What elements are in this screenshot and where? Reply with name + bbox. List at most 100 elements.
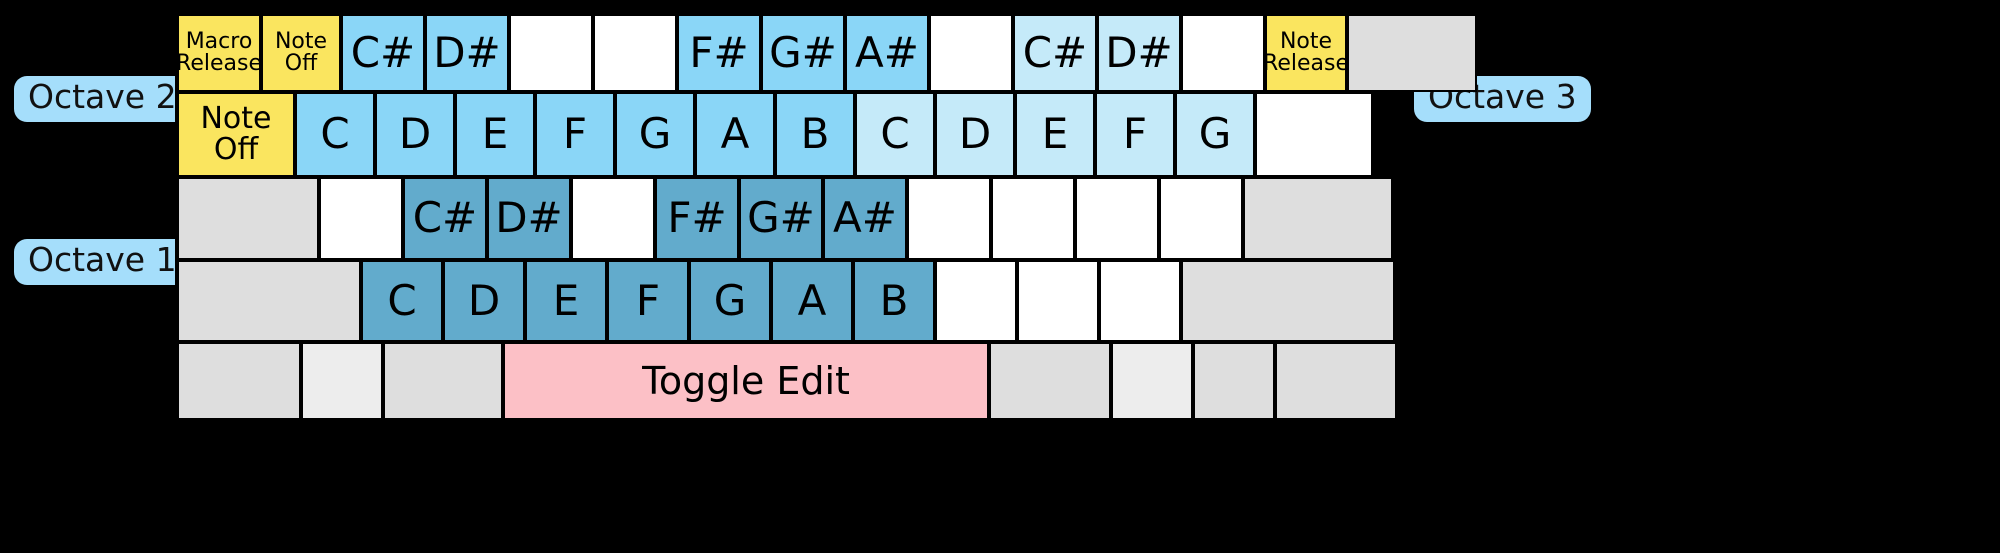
key-asdf-row-3-dsharp[interactable]: D# bbox=[487, 177, 571, 260]
key-number-row-7-gsharp[interactable]: G# bbox=[761, 14, 845, 92]
key-zxcv-row-11-blank bbox=[1181, 260, 1395, 342]
key-bottom-row-7-blank bbox=[1275, 342, 1397, 420]
key-bottom-row-4-blank bbox=[989, 342, 1111, 420]
key-bottom-row-2-blank bbox=[383, 342, 503, 420]
key-label: F# bbox=[667, 193, 727, 243]
key-label: B bbox=[800, 109, 830, 159]
key-label: Toggle Edit bbox=[642, 358, 850, 403]
key-bottom-row-3-toggle-edit[interactable]: Toggle Edit bbox=[503, 342, 989, 420]
key-qwerty-row-6-a[interactable]: A bbox=[695, 92, 775, 177]
key-asdf-row-8-blank bbox=[907, 177, 991, 260]
key-qwerty-row-4-f[interactable]: F bbox=[535, 92, 615, 177]
key-label: D# bbox=[495, 193, 563, 243]
key-number-row-4-blank bbox=[509, 14, 593, 92]
key-label: C# bbox=[412, 193, 478, 243]
key-number-row-13-note-release[interactable]: Note Release bbox=[1265, 14, 1347, 92]
key-number-row-10-csharp[interactable]: C# bbox=[1013, 14, 1097, 92]
key-label: E bbox=[481, 109, 509, 159]
key-label: Note Off bbox=[200, 100, 272, 167]
key-label: C# bbox=[350, 27, 416, 77]
key-zxcv-row-0-blank bbox=[177, 260, 361, 342]
key-qwerty-row-3-e[interactable]: E bbox=[455, 92, 535, 177]
key-label: G bbox=[638, 109, 672, 159]
key-label: F bbox=[635, 275, 661, 325]
key-number-row-2-csharp[interactable]: C# bbox=[341, 14, 425, 92]
key-label: C bbox=[320, 109, 350, 159]
key-qwerty-row-1-c[interactable]: C bbox=[295, 92, 375, 177]
octave-1-label: Octave 1 bbox=[14, 239, 191, 285]
key-zxcv-row-7-b[interactable]: B bbox=[853, 260, 935, 342]
key-asdf-row-1-blank bbox=[319, 177, 403, 260]
key-label: G bbox=[713, 275, 747, 325]
key-qwerty-row-12-g[interactable]: G bbox=[1175, 92, 1255, 177]
key-label: D bbox=[467, 275, 501, 325]
key-zxcv-row-2-d[interactable]: D bbox=[443, 260, 525, 342]
key-number-row-8-asharp[interactable]: A# bbox=[845, 14, 929, 92]
key-label: Note Release bbox=[1265, 28, 1347, 76]
key-qwerty-row-13-blank bbox=[1255, 92, 1373, 177]
key-qwerty-row-9-d[interactable]: D bbox=[935, 92, 1015, 177]
key-number-row-0-macro-release[interactable]: Macro Release bbox=[177, 14, 261, 92]
key-asdf-row-6-gsharp[interactable]: G# bbox=[739, 177, 823, 260]
key-asdf-row-11-blank bbox=[1159, 177, 1243, 260]
key-zxcv-row-6-a[interactable]: A bbox=[771, 260, 853, 342]
key-label: C bbox=[387, 275, 417, 325]
key-number-row-3-dsharp[interactable]: D# bbox=[425, 14, 509, 92]
key-qwerty-row-11-f[interactable]: F bbox=[1095, 92, 1175, 177]
key-zxcv-row-9-blank bbox=[1017, 260, 1099, 342]
key-zxcv-row-3-e[interactable]: E bbox=[525, 260, 607, 342]
key-asdf-row-12-blank bbox=[1243, 177, 1393, 260]
key-label: E bbox=[1041, 109, 1069, 159]
key-label: B bbox=[879, 275, 909, 325]
key-label: A# bbox=[833, 193, 897, 243]
key-number-row-12-blank bbox=[1181, 14, 1265, 92]
keyboard-row-asdf-row: C# D# F# G# A# bbox=[177, 177, 1393, 260]
key-label: D bbox=[958, 109, 992, 159]
key-label: D bbox=[398, 109, 432, 159]
key-asdf-row-10-blank bbox=[1075, 177, 1159, 260]
key-label: D# bbox=[1105, 27, 1173, 77]
key-zxcv-row-4-f[interactable]: F bbox=[607, 260, 689, 342]
key-zxcv-row-10-blank bbox=[1099, 260, 1181, 342]
key-number-row-5-blank bbox=[593, 14, 677, 92]
key-qwerty-row-0-note-off[interactable]: Note Off bbox=[177, 92, 295, 177]
key-bottom-row-0-blank bbox=[177, 342, 301, 420]
key-zxcv-row-5-g[interactable]: G bbox=[689, 260, 771, 342]
key-bottom-row-5-blank bbox=[1111, 342, 1193, 420]
key-label: A bbox=[720, 109, 750, 159]
key-number-row-1-note-off[interactable]: Note Off bbox=[261, 14, 341, 92]
key-number-row-6-fsharp[interactable]: F# bbox=[677, 14, 761, 92]
key-label: C# bbox=[1022, 27, 1088, 77]
key-label: Macro Release bbox=[177, 28, 261, 76]
key-qwerty-row-10-e[interactable]: E bbox=[1015, 92, 1095, 177]
key-number-row-9-blank bbox=[929, 14, 1013, 92]
key-qwerty-row-8-c[interactable]: C bbox=[855, 92, 935, 177]
keyboard-row-bottom-row: Toggle Edit bbox=[177, 342, 1397, 420]
key-asdf-row-0-blank bbox=[177, 177, 319, 260]
key-zxcv-row-1-c[interactable]: C bbox=[361, 260, 443, 342]
key-qwerty-row-2-d[interactable]: D bbox=[375, 92, 455, 177]
key-label: G# bbox=[747, 193, 815, 243]
key-label: G bbox=[1198, 109, 1232, 159]
key-qwerty-row-7-b[interactable]: B bbox=[775, 92, 855, 177]
key-label: D# bbox=[433, 27, 501, 77]
key-qwerty-row-5-g[interactable]: G bbox=[615, 92, 695, 177]
octave-2-label: Octave 2 bbox=[14, 76, 191, 122]
key-label: E bbox=[552, 275, 580, 325]
key-bottom-row-1-blank bbox=[301, 342, 383, 420]
key-number-row-14-blank bbox=[1347, 14, 1477, 92]
key-label: G# bbox=[769, 27, 837, 77]
key-asdf-row-7-asharp[interactable]: A# bbox=[823, 177, 907, 260]
key-label: C bbox=[880, 109, 910, 159]
key-asdf-row-2-csharp[interactable]: C# bbox=[403, 177, 487, 260]
key-number-row-11-dsharp[interactable]: D# bbox=[1097, 14, 1181, 92]
key-zxcv-row-8-blank bbox=[935, 260, 1017, 342]
key-label: F bbox=[1122, 109, 1148, 159]
key-asdf-row-9-blank bbox=[991, 177, 1075, 260]
key-asdf-row-5-fsharp[interactable]: F# bbox=[655, 177, 739, 260]
key-label: F# bbox=[689, 27, 749, 77]
